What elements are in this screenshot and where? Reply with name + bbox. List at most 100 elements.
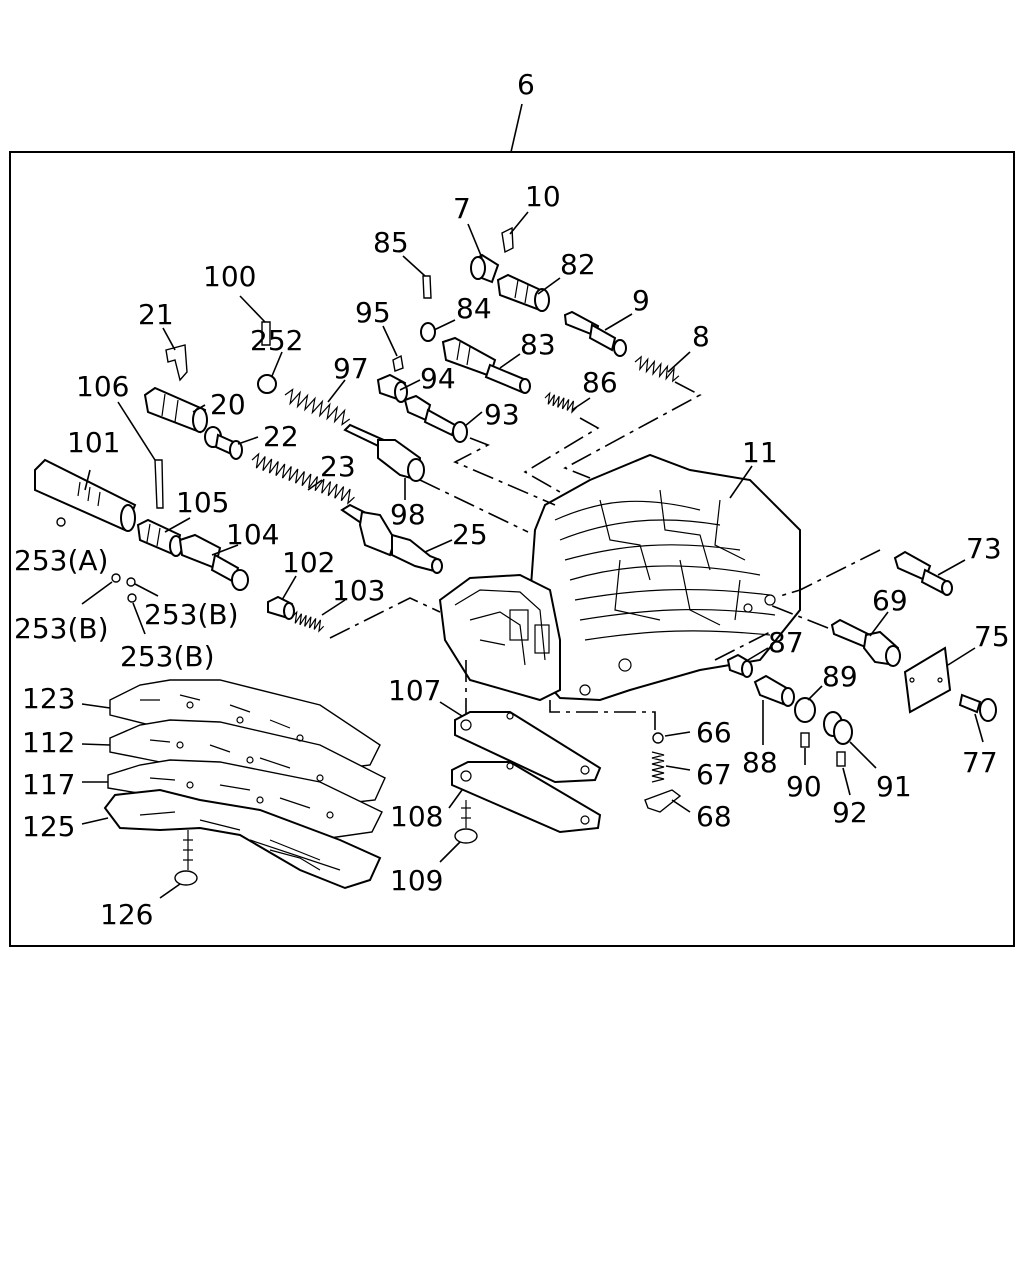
plug-87 — [726, 653, 753, 678]
leader-8 — [667, 351, 691, 373]
callout-98: 98 — [390, 498, 426, 531]
callout-84: 84 — [456, 292, 492, 325]
callout-94: 94 — [420, 362, 456, 395]
bolt-77 — [958, 693, 997, 722]
leader-82 — [537, 277, 561, 295]
leader-123 — [81, 703, 111, 709]
valve-82 — [496, 273, 550, 312]
callout-22: 22 — [263, 420, 299, 453]
leader-105 — [164, 517, 191, 533]
valve-body-11 — [438, 453, 801, 702]
callout-253b-3: 253(B) — [120, 640, 215, 673]
pin-85 — [422, 275, 432, 299]
plug-89 — [794, 697, 816, 723]
valve-83 — [441, 336, 531, 394]
dash-69-to-body — [769, 604, 829, 629]
leader-94 — [399, 379, 421, 391]
plate-75 — [903, 646, 952, 714]
callout-107: 107 — [388, 674, 441, 707]
callout-86: 86 — [582, 366, 618, 399]
callout-123: 123 — [22, 682, 75, 715]
leader-108 — [448, 789, 463, 809]
leader-252 — [271, 351, 283, 377]
valve-104 — [178, 533, 249, 591]
plug-88 — [753, 674, 795, 707]
callout-77: 77 — [962, 746, 998, 779]
callout-85: 85 — [373, 226, 409, 259]
rod-106 — [154, 459, 164, 509]
callout-23: 23 — [320, 450, 356, 483]
callout-9: 9 — [632, 284, 650, 317]
leader-126 — [159, 883, 181, 899]
callout-90: 90 — [786, 770, 822, 803]
leader-86 — [571, 397, 591, 411]
leader-253b-3 — [132, 602, 146, 635]
dash-103-to-body — [329, 597, 441, 639]
plug-94 — [376, 373, 408, 403]
leader-25 — [424, 539, 453, 553]
callout-104: 104 — [226, 518, 279, 551]
plug-20 — [143, 386, 208, 434]
callout-102: 102 — [282, 546, 335, 579]
callout-89: 89 — [822, 660, 858, 693]
leader-106 — [117, 401, 156, 461]
leader-73 — [937, 559, 966, 576]
callout-117: 117 — [22, 768, 75, 801]
leader-68 — [671, 799, 691, 813]
leader-66 — [664, 731, 691, 737]
callout-112: 112 — [22, 726, 75, 759]
spring-8 — [634, 355, 680, 383]
valve-9 — [563, 310, 627, 357]
leader-23 — [307, 479, 323, 491]
callout-66: 66 — [696, 716, 732, 749]
sleeve-101 — [34, 458, 137, 532]
callout-91: 91 — [876, 770, 912, 803]
leader-85 — [402, 255, 426, 277]
ball-253b-2 — [126, 577, 136, 587]
leader-9 — [604, 313, 633, 331]
valve-25 — [340, 503, 443, 574]
callout-7: 7 — [453, 192, 471, 225]
valve-98 — [343, 423, 425, 482]
plate-107 — [454, 711, 602, 784]
leader-10 — [509, 211, 529, 235]
callout-82: 82 — [560, 248, 596, 281]
leader-125 — [81, 817, 109, 825]
callout-25: 25 — [452, 518, 488, 551]
leader-253b-1 — [81, 581, 113, 605]
callout-100: 100 — [203, 260, 256, 293]
callout-92: 92 — [832, 796, 868, 829]
leader-87 — [747, 647, 769, 661]
ball-253a — [56, 517, 66, 527]
callout-73: 73 — [966, 532, 1002, 565]
callout-87: 87 — [768, 626, 804, 659]
valve-93 — [403, 394, 468, 443]
leader-11 — [729, 465, 753, 499]
leader-102 — [281, 575, 297, 601]
leader-107 — [439, 701, 463, 717]
spring-97 — [284, 388, 351, 426]
separator-plate-stack — [103, 679, 386, 890]
callout-125: 125 — [22, 810, 75, 843]
dash-body-to-66 — [549, 700, 656, 730]
callout-105: 105 — [176, 486, 229, 519]
clip-95 — [392, 354, 404, 372]
clip-68 — [644, 789, 682, 813]
callout-labels: 6 7 10 85 82 100 95 84 9 21 252 8 83 97 … — [14, 68, 1010, 931]
leader-22 — [237, 436, 259, 445]
pin-90 — [800, 732, 810, 748]
plug-84 — [420, 322, 436, 342]
spring-67 — [651, 751, 665, 783]
dash-25-to-body — [419, 479, 529, 533]
callout-103: 103 — [332, 574, 385, 607]
plug-91 — [823, 711, 853, 745]
pin-92 — [836, 751, 846, 767]
callout-97: 97 — [333, 352, 369, 385]
callout-75: 75 — [974, 620, 1010, 653]
leader-6 — [510, 103, 523, 153]
leader-97 — [327, 379, 346, 403]
callout-253a: 253(A) — [14, 544, 108, 577]
leader-109 — [439, 841, 461, 863]
leader-20 — [192, 404, 206, 413]
